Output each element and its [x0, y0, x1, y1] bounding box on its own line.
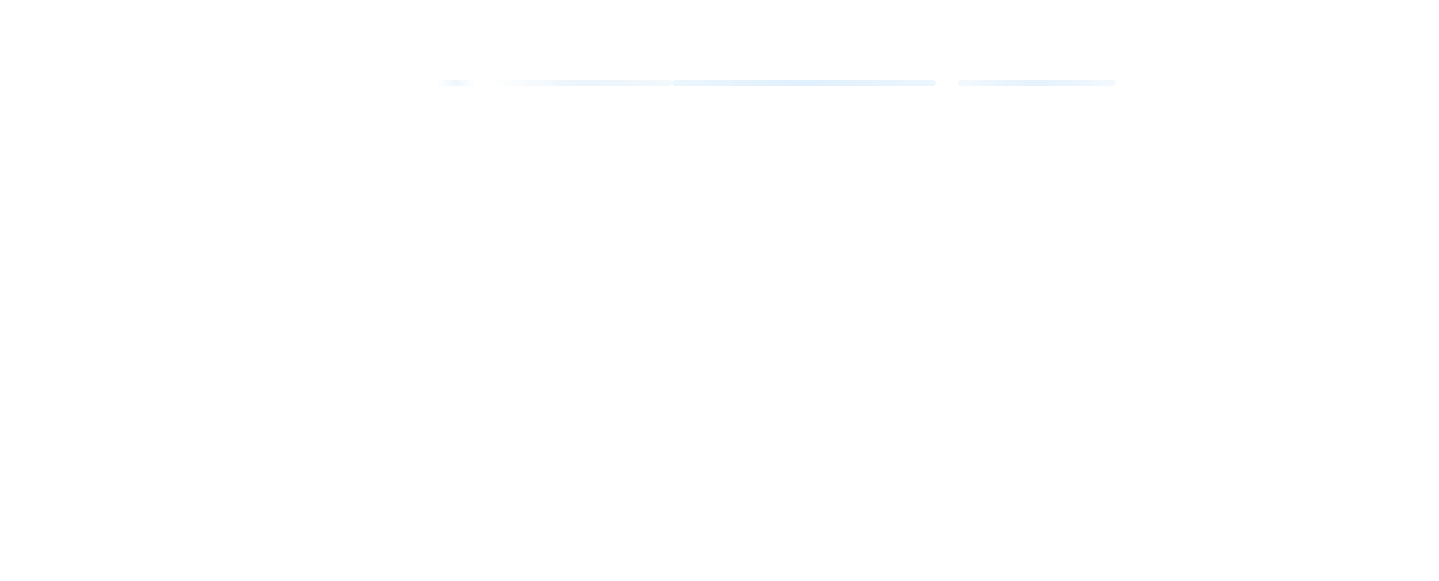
header-segment [958, 80, 1116, 86]
header-segment [492, 80, 672, 86]
loading-header-strip [436, 80, 1116, 86]
header-segment [436, 80, 476, 86]
header-segment [672, 80, 936, 86]
